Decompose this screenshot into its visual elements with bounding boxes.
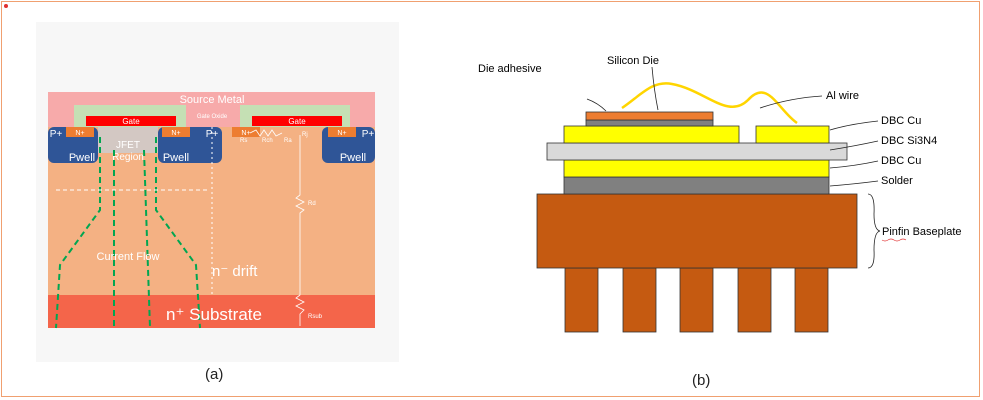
n-plus-label-4: N+ <box>337 130 346 137</box>
p-plus-label-2: P+ <box>206 129 219 140</box>
n-plus-label-1: N+ <box>75 130 84 137</box>
n-plus-label-3: N+ <box>241 130 250 137</box>
current-flow-label: Current Flow <box>97 251 160 263</box>
gate-right <box>252 116 342 126</box>
panel-a-cross-section: Source Metal Gate Gate Gate Oxide N+ N+ … <box>36 22 399 362</box>
current-path-right <box>155 137 201 329</box>
source-metal-label: Source Metal <box>180 94 245 106</box>
jfet-label-2: Region <box>112 152 144 163</box>
dbc-cu-top-right <box>755 125 830 144</box>
die-adhesive <box>585 119 714 127</box>
current-flow-paths <box>55 137 201 329</box>
pwell-label-2: Pwell <box>163 152 189 164</box>
label-dbc-cu-top: DBC Cu <box>881 115 921 127</box>
corner-marker <box>4 4 8 8</box>
n-plus-2 <box>162 127 190 137</box>
label-dbc-si3n4: DBC Si3N4 <box>881 135 937 147</box>
solder-layer <box>563 176 830 195</box>
dbc-cu-top-left <box>563 125 740 144</box>
gate-right-label: Gate <box>288 117 306 126</box>
pwell-label-3: Pwell <box>340 152 366 164</box>
pin-fin-3 <box>679 267 714 333</box>
leader-lines <box>586 66 881 269</box>
silicon-die <box>585 111 714 121</box>
p-plus-label-3: P+ <box>362 129 375 140</box>
label-silicon-die: Silicon Die <box>607 55 659 67</box>
label-dbc-cu-bottom: DBC Cu <box>881 155 921 167</box>
pin-fin-5 <box>794 267 829 333</box>
n-plus-label-2: N+ <box>171 130 180 137</box>
label-die-adhesive: Die adhesive <box>478 63 542 75</box>
drift-label: n⁻ drift <box>212 263 258 280</box>
label-solder: Solder <box>881 175 913 187</box>
resistor-rd: Rd <box>308 201 316 207</box>
jfet-region <box>98 127 158 153</box>
p-plus-label-1: P+ <box>50 129 63 140</box>
pin-fin-2 <box>622 267 657 333</box>
jfet-label-1: JFET <box>116 140 140 151</box>
n-plus-3 <box>232 127 260 137</box>
label-al-wire: Al wire <box>826 90 859 102</box>
spellcheck-underline <box>881 238 907 242</box>
al-wire <box>621 82 798 125</box>
pin-fin-4 <box>737 267 772 333</box>
gate-left-label: Gate <box>122 117 140 126</box>
resistor-ra: Ra <box>284 138 292 144</box>
substrate-region <box>48 295 375 328</box>
resistor-rsub: Rsub <box>308 314 323 320</box>
gate-oxide-label: Gate Oxide <box>197 114 228 120</box>
n-plus-1 <box>66 127 94 137</box>
dbc-si3n4 <box>546 142 848 161</box>
substrate-label: n⁺ Substrate <box>166 305 262 324</box>
resistor-rs: Rs <box>240 138 247 144</box>
dbc-cu-bottom <box>563 159 830 178</box>
current-path-left <box>55 137 101 329</box>
caption-b: (b) <box>692 372 711 389</box>
pwell-label-1: Pwell <box>69 152 95 164</box>
baseplate <box>536 193 858 269</box>
n-plus-4 <box>328 127 356 137</box>
resistor-rj: Rj <box>302 132 308 138</box>
resistor-rch: Rch <box>262 138 273 144</box>
caption-a: (a) <box>205 366 224 383</box>
panel-b-module-stack: Die adhesive Silicon Die Al wire DBC Cu … <box>478 55 962 333</box>
label-pinfin-baseplate: Pinfin Baseplate <box>882 226 962 238</box>
resistor-network <box>249 129 305 326</box>
pin-fin-1 <box>564 267 599 333</box>
gate-left <box>86 116 176 126</box>
